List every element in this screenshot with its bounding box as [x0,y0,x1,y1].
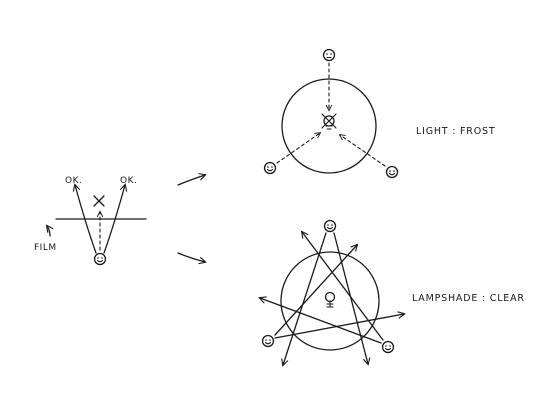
ray-top-b [333,232,368,364]
film-label: FILM [34,243,57,253]
clear-circle [280,251,380,351]
bulb-small-icon [324,291,336,308]
film-pointer-arrow [47,226,50,237]
viewer-face-right2-icon [381,340,395,354]
clear-lampshade-sketch: LAMPSHADE : CLEAR [260,219,525,366]
viewer-face-top2-icon [323,219,337,233]
ok-right-label: OK. [120,176,137,186]
frost-label: LIGHT : FROST [416,126,495,137]
ray-right [103,185,125,254]
viewer-face-right-icon [385,165,399,179]
ray-right-frost [340,135,386,167]
viewer-face-left-icon [263,161,277,175]
ray-right-b [302,232,384,341]
ray-left-frost [276,133,320,164]
film-sketch: OK. OK. FILM [34,176,147,266]
ray-top-a [283,232,327,365]
ray-right-a [260,298,382,344]
ray-left-a [274,314,404,339]
ok-left-label: OK. [65,176,82,186]
bulb-icon [321,113,337,130]
arrow-to-clear [177,252,205,262]
frost-circle [281,78,377,174]
cross-icon [93,195,105,207]
viewer-face-icon [93,252,107,266]
viewer-face-top-icon [322,48,336,62]
viewer-face-left2-icon [261,334,275,348]
ray-left-b [274,245,357,336]
frosted-light-sketch: LIGHT : FROST [263,48,495,179]
arrow-to-frost [177,175,205,186]
clear-label: LAMPSHADE : CLEAR [412,293,525,304]
ray-left [75,185,97,254]
